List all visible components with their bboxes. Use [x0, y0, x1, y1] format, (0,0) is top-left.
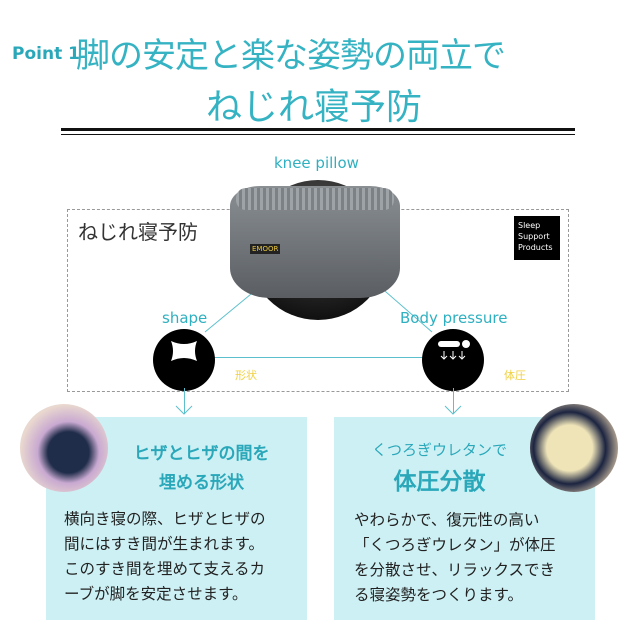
brand-logo: EMOOR — [250, 244, 281, 254]
card-heading: くつろぎウレタンで — [371, 441, 507, 459]
icon-label: 体圧 — [504, 369, 526, 382]
divider — [61, 128, 575, 131]
knee-photo — [20, 404, 108, 492]
card-heading: ヒザとヒザの間を — [133, 444, 270, 464]
body-line: このすき間を埋めて支えるカ — [64, 560, 266, 578]
pressure-badge: 体圧 — [422, 329, 526, 391]
pillow-band — [236, 188, 394, 210]
body-line: ーブが脚を安定させます。 — [64, 585, 248, 603]
divider — [61, 134, 575, 135]
feature-card-pressure: くつろぎウレタンで 体圧分散 やわらかで、復元性の高い 「くつろぎウレタン」が体… — [334, 417, 595, 620]
shape-badge: 形状 — [153, 329, 257, 391]
product-label: knee pillow — [274, 154, 359, 172]
brand-badge: Sleep Support Products — [514, 216, 560, 260]
card-heading: 体圧分散 — [393, 469, 486, 495]
badge-line: Products — [518, 243, 553, 252]
body-line: を分散させ、リラックスでき — [354, 561, 556, 579]
connector-line — [214, 357, 424, 358]
pillow-shape-icon — [171, 341, 197, 361]
title-line-2: ねじれ寝予防 — [206, 87, 423, 128]
arrow-shaft — [453, 388, 454, 414]
feature-label-shape: shape — [162, 309, 208, 327]
icon-label: 形状 — [235, 369, 257, 382]
title-line-1: 脚の安定と楽な姿勢の両立で — [76, 36, 506, 76]
body-line: 横向き寝の際、ヒザとヒザの — [64, 510, 266, 528]
body-line: 「くつろぎウレタン」が体圧 — [354, 536, 556, 554]
badge-line: Support — [518, 232, 550, 241]
arrow-shaft — [184, 388, 185, 414]
point-label: Point 1 — [12, 44, 80, 64]
card-heading: 埋める形状 — [159, 473, 244, 493]
body-line: る寝姿勢をつくります。 — [354, 586, 523, 604]
card-body: 横向き寝の際、ヒザとヒザの 間にはすき間が生まれます。 このすき間を埋めて支える… — [64, 507, 307, 607]
body-line: やわらかで、復元性の高い — [354, 511, 540, 529]
badge-line: Sleep — [518, 221, 541, 230]
pressure-arrows-icon — [438, 340, 470, 360]
urethane-photo — [530, 404, 618, 492]
body-line: 間にはすき間が生まれます。 — [64, 535, 264, 553]
card-body: やわらかで、復元性の高い 「くつろぎウレタン」が体圧 を分散させ、リラックスでき… — [354, 508, 595, 608]
section-title: ねじれ寝予防 — [78, 220, 198, 244]
feature-label-pressure: Body pressure — [400, 309, 508, 327]
